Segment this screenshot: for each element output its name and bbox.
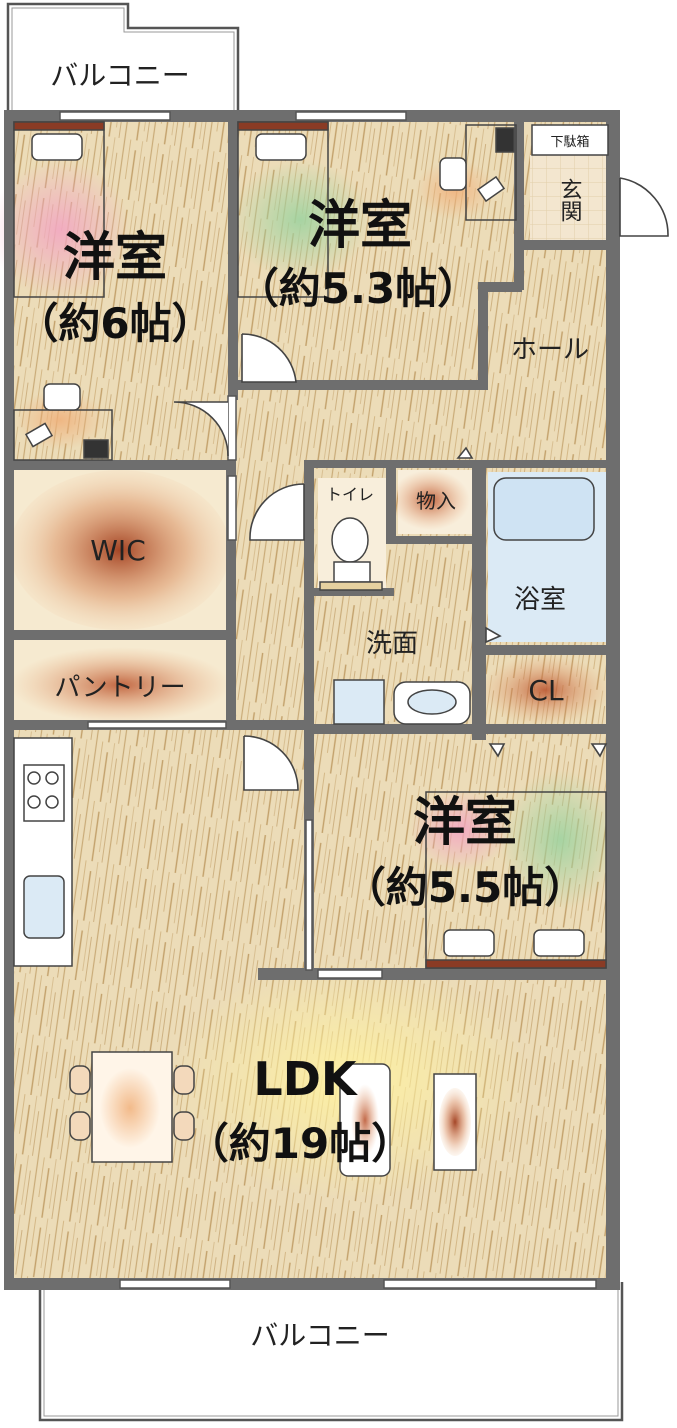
room1-name: 洋室 — [63, 228, 167, 288]
entrance-label: 玄関 — [557, 178, 582, 222]
balcony-top: バルコニー — [6, 2, 240, 110]
room3-name: 洋室 — [413, 793, 517, 853]
shoe-box-label: 下駄箱 — [550, 134, 589, 150]
pantry-label: パントリー — [54, 673, 185, 703]
balcony-bottom-label: バルコニー — [250, 1319, 389, 1352]
furniture — [13, 121, 609, 1177]
toilet-label: トイレ — [326, 485, 374, 504]
storage-label: 物入 — [416, 489, 456, 513]
bath-label: 浴室 — [514, 585, 566, 615]
balcony-bottom: バルコニー — [38, 1282, 624, 1422]
room3-size: （約5.5帖） — [344, 863, 586, 912]
washroom-label: 洗面 — [366, 629, 418, 659]
room-labels: 洋室 （約6帖） 洋室 （約5.3帖） 洋室 （約5.5帖） LDK （約19帖… — [16, 134, 589, 1168]
wic-label: WIC — [90, 534, 146, 567]
balcony-top-label: バルコニー — [50, 59, 189, 92]
room2-name: 洋室 — [308, 196, 412, 256]
hall-label: ホール — [511, 335, 589, 365]
ldk-name: LDK — [253, 1052, 358, 1106]
room1-size: （約6帖） — [16, 299, 213, 348]
doors — [173, 177, 669, 791]
ldk-size: （約19帖） — [187, 1119, 413, 1168]
room2-size: （約5.3帖） — [237, 264, 479, 313]
closet-label: CL — [528, 674, 564, 707]
windows — [59, 111, 597, 1289]
